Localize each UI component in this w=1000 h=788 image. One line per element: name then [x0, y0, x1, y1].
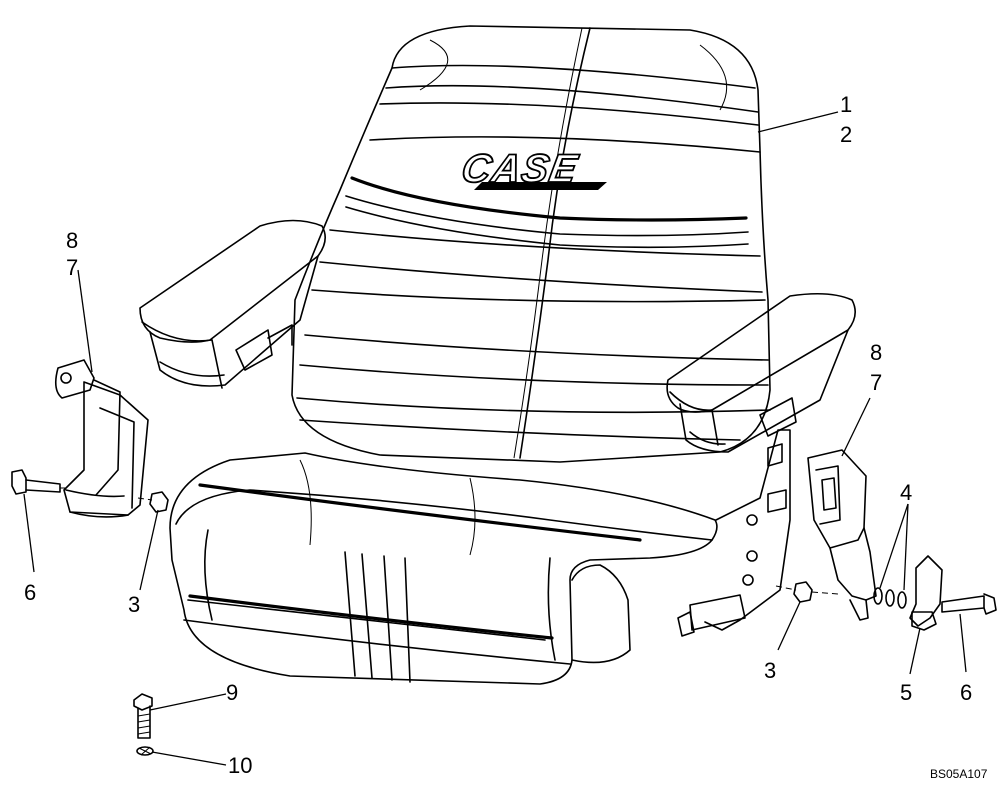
callout-7-right: 7 — [870, 370, 882, 395]
callout-6-right: 6 — [960, 680, 972, 705]
seat-cushion — [169, 452, 718, 685]
seat-slide-frame — [677, 429, 791, 637]
callout-8-left: 8 — [66, 228, 78, 253]
left-nut — [149, 491, 169, 513]
case-logo-text: CASE — [458, 146, 581, 191]
callout-6-left: 6 — [24, 580, 36, 605]
right-nut — [793, 581, 813, 603]
case-logo: CASE — [457, 145, 607, 192]
explosion-lines — [60, 487, 839, 595]
right-bolt — [941, 593, 997, 615]
seat-backrest — [291, 25, 771, 463]
figure-id: BS05A107 — [930, 767, 988, 781]
left-armrest — [139, 219, 326, 389]
callout-8-right: 8 — [870, 340, 882, 365]
callout-10: 10 — [228, 753, 252, 778]
left-bolt — [11, 469, 61, 495]
right-bracket — [909, 555, 943, 631]
callout-labels: 1 2 8 7 6 3 8 7 4 3 5 6 9 10 — [24, 92, 972, 778]
mounting-washer — [136, 746, 154, 756]
callout-3-right: 3 — [764, 658, 776, 683]
right-belt-buckle — [807, 449, 877, 621]
callout-4: 4 — [900, 480, 912, 505]
left-belt-retractor — [54, 359, 149, 518]
callout-9: 9 — [226, 680, 238, 705]
callout-2: 2 — [840, 122, 852, 147]
callout-1: 1 — [840, 92, 852, 117]
leader-lines — [23, 111, 967, 766]
right-washers — [873, 587, 907, 609]
callout-3-left: 3 — [128, 592, 140, 617]
mounting-bolt — [133, 693, 153, 739]
callout-7-left: 7 — [66, 255, 78, 280]
right-armrest — [666, 292, 856, 453]
callout-5: 5 — [900, 680, 912, 705]
